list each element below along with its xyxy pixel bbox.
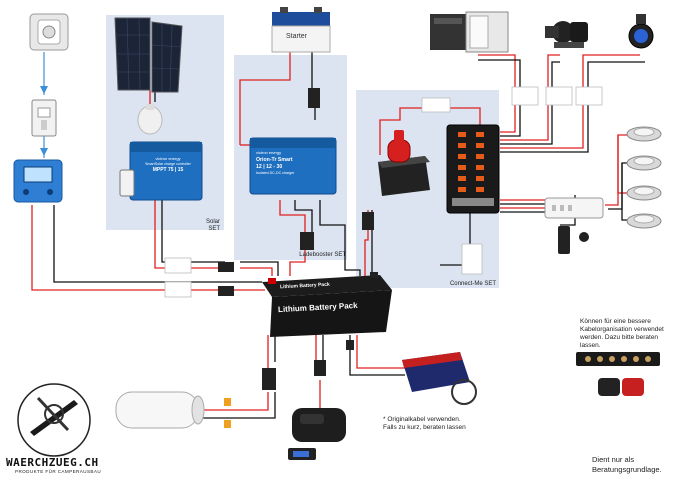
note-line: werden. Dazu bitte beraten [580,334,659,341]
ladebooster-set-label: Ladebooster SET [299,252,346,258]
cable-gland-icon [137,104,163,135]
led-spot-light-icon [626,213,662,229]
fuse-icon [346,340,354,350]
battery-disconnect-switch-icon [378,130,430,196]
mppt-model: MPPT 75 | 15 [152,167,184,173]
orion-dc-dc-charger [249,137,337,195]
battery-charger-icon [13,159,63,203]
orion-subtitle: Isolated DC-DC charger [256,171,295,175]
orion-name: Orion-Tr Smart [256,157,293,163]
mppt-name: SmartSolar charge controller [145,162,191,166]
lithium-battery-icon [262,272,392,337]
solar-set-label-line1: Solar [205,219,220,225]
led-spot-light-icon [626,126,662,142]
mppt-charge-controller [119,141,203,201]
fuse-box-icon [446,124,500,214]
note-line: * Originalkabel verwenden. [383,416,461,423]
fuse-icon [262,368,276,390]
led-spot-light-icon [626,185,662,201]
note-line: Kabelorganisation verwendet [580,326,664,333]
remote-control-icon [558,226,589,254]
orion-model: 12 | 12 - 30 [256,164,283,170]
led-spot-light-icon [626,155,662,171]
shore-power-inlet-icon [29,13,69,51]
connector-icon [224,398,231,428]
waerchzueg-logo [17,383,91,457]
mppt-brand: victron energy [155,156,181,161]
orion-brand: victron energy [256,150,282,155]
fridge-icon [430,11,509,53]
starter-label: Starter [286,33,308,40]
note-line: Falls zu kurz, beraten lassen [383,424,466,431]
inverter-icon [402,352,477,405]
brand-tagline: PRODUKTE FÜR CAMPERAUSBAU [15,469,102,474]
water-heater-icon [115,391,205,429]
label-box [164,86,603,298]
solar-panel-icon [114,17,183,93]
brand-name: WAERCHZUEG.CH [6,456,99,469]
fuse-icon [308,88,320,108]
note-line: lassen. [580,342,601,349]
solar-set-label: Solar SET [190,219,220,233]
diesel-heater-icon [288,408,346,460]
starter-battery-icon [271,7,331,53]
fuse-icon [314,360,326,376]
cable-organisation-note: Können für eine bessere Kabelorganisatio… [580,318,685,350]
usb-socket-icon [628,14,654,49]
note-line: Dient nur als [592,455,635,464]
circuit-breaker-icon [31,99,57,137]
fuse-icon [362,212,374,230]
fuse-icon [218,262,234,272]
arrow-down-icon [40,86,48,94]
connect-me-set-label: Connect-Me SET [449,281,496,287]
fuse-icon [300,232,314,250]
solar-set-label-line2: SET [208,226,220,232]
led-controller-icon [544,197,604,219]
water-pump-icon [545,21,588,48]
fuse-icon [218,286,234,296]
original-cable-note: * Originalkabel verwenden. Falls zu kurz… [383,416,503,432]
note-line: Können für eine bessere [580,318,651,325]
arrow-down-icon [40,148,48,156]
note-line: Beratungsgrundlage. [592,465,662,474]
disclaimer-note: Dient nur als Beratungsgrundlage. [592,455,662,475]
busbar-icon [576,352,660,396]
